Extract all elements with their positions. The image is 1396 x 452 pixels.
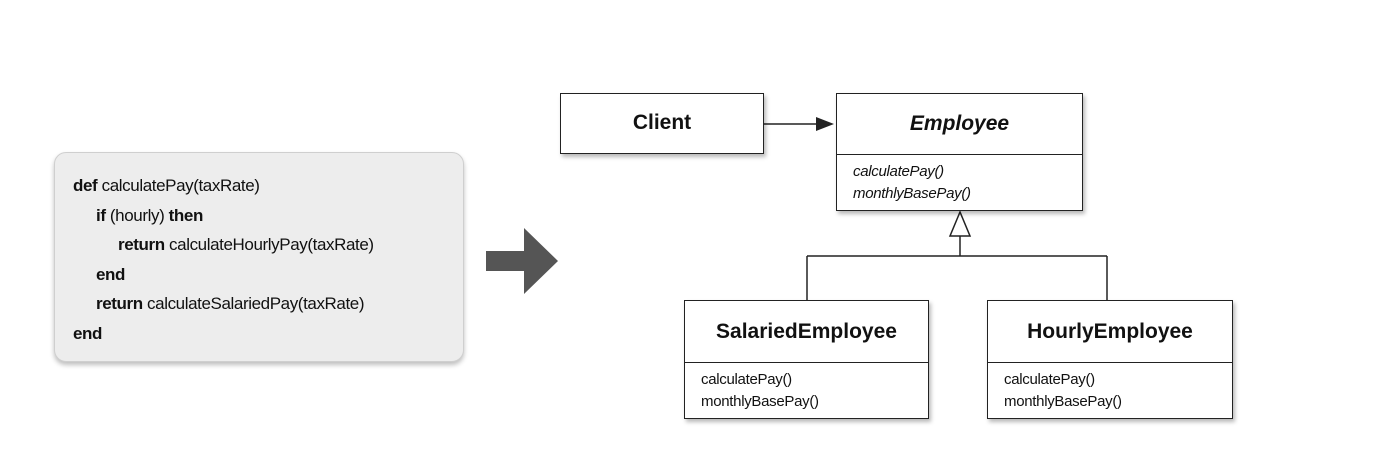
code-panel: def calculatePay(taxRate) if (hourly) th… [54, 152, 464, 362]
code-text: calculateHourlyPay(taxRate) [164, 235, 374, 254]
operation: monthlyBasePay() [1004, 393, 1122, 410]
right-arrow-icon [486, 228, 558, 294]
code-keyword: end [96, 264, 126, 284]
class-name: HourlyEmployee [1027, 319, 1193, 343]
code-keyword: return [118, 235, 165, 254]
code-line-def: def calculatePay(taxRate) [73, 171, 463, 201]
code-keyword: then [168, 205, 204, 225]
operation: calculatePay() [853, 163, 944, 180]
inheritance-triangle [948, 210, 972, 237]
code-keyword: end [73, 323, 103, 343]
code-line-return-hourly: return calculateHourlyPay(taxRate) [73, 230, 463, 260]
employee-class-box: Employee calculatePay() monthlyBasePay() [836, 93, 1083, 211]
operation: monthlyBasePay() [701, 393, 819, 410]
client-class-box: Client [560, 93, 764, 154]
operation: calculatePay() [1004, 371, 1095, 388]
code-line-end-if: end [73, 260, 463, 290]
operations-compartment: calculatePay() monthlyBasePay() [988, 362, 1232, 413]
operation: monthlyBasePay() [853, 185, 971, 202]
operations-compartment: calculatePay() monthlyBasePay() [685, 362, 928, 413]
class-name: Client [632, 111, 692, 134]
code-line-return-salaried: return calculateSalariedPay(taxRate) [73, 289, 463, 319]
code-line-end-def: end [73, 319, 463, 349]
hourly-employee-class-box: HourlyEmployee calculatePay() monthlyBas… [987, 300, 1233, 419]
code-keyword: return [96, 294, 143, 313]
operation: calculatePay() [701, 371, 792, 388]
salaried-employee-class-box: SalariedEmployee calculatePay() monthlyB… [684, 300, 929, 419]
code-text: calculateSalariedPay(taxRate) [142, 294, 365, 313]
class-name: Employee [909, 112, 1010, 135]
code-line-if: if (hourly) then [73, 201, 463, 231]
code-keyword: def [73, 176, 98, 195]
class-name: SalariedEmployee [716, 319, 897, 343]
operations-compartment: calculatePay() monthlyBasePay() [837, 154, 1082, 205]
code-text: (hourly) [105, 205, 169, 225]
code-keyword: if [96, 205, 106, 225]
code-text: calculatePay(taxRate) [97, 176, 260, 195]
association-arrowhead [816, 117, 834, 131]
